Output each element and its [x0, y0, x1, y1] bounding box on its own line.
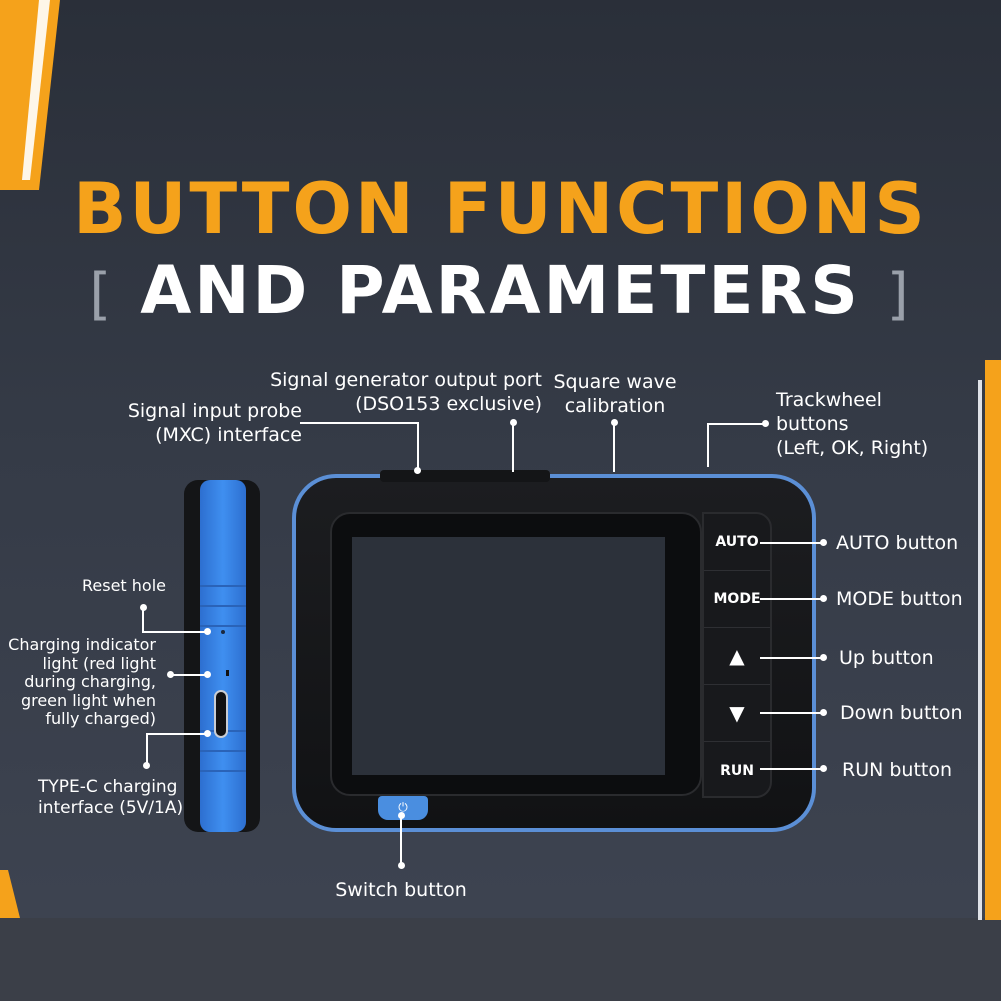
charging-indicator-light	[226, 670, 229, 676]
run-button[interactable]: RUN	[720, 762, 754, 779]
callout-dot	[204, 730, 211, 737]
callout-line	[760, 712, 824, 714]
probe-label: Signal input probe(MXC) interface	[127, 400, 302, 446]
down-button-label: Down button	[840, 702, 963, 724]
side-view-blue-panel	[200, 480, 246, 832]
reset-hole[interactable]	[221, 630, 225, 634]
callout-line	[760, 657, 824, 659]
down-button[interactable]: ▼	[704, 685, 770, 742]
mode-button-label: MODE button	[836, 588, 963, 610]
callout-dot	[820, 595, 827, 602]
callout-line	[760, 768, 824, 770]
top-ports	[380, 470, 550, 482]
callout-dot	[204, 671, 211, 678]
title-line2: [ AND PARAMETERS ]	[0, 252, 1001, 329]
callout-line	[146, 733, 148, 765]
callout-line	[708, 423, 766, 425]
callout-line	[417, 422, 419, 470]
bracket-open: [	[89, 262, 115, 327]
title-line2-text: AND PARAMETERS	[140, 252, 861, 329]
callout-dot	[398, 862, 405, 869]
orange-accent-right	[985, 360, 1001, 920]
screen	[352, 537, 665, 775]
callout-line	[707, 423, 709, 467]
callout-dot	[143, 762, 150, 769]
bracket-close: ]	[886, 262, 912, 327]
white-accent-right	[978, 380, 982, 920]
callout-line	[760, 598, 824, 600]
callout-dot	[820, 709, 827, 716]
bottom-band	[0, 918, 1001, 1001]
callout-line	[512, 422, 514, 472]
down-triangle-icon: ▼	[729, 701, 745, 725]
callout-line	[142, 631, 208, 633]
up-triangle-icon: ▲	[729, 644, 745, 668]
callout-line	[142, 606, 144, 632]
power-icon: ⏻	[398, 800, 408, 814]
type-c-port[interactable]	[214, 690, 228, 738]
title-line1: BUTTON FUNCTIONS	[73, 168, 928, 250]
up-button-label: Up button	[839, 647, 934, 669]
reset-hole-label: Reset hole	[82, 576, 166, 595]
switch-button-label: Switch button	[335, 879, 467, 901]
callout-line	[760, 542, 824, 544]
callout-dot	[204, 628, 211, 635]
callout-dot	[820, 765, 827, 772]
run-button-label: RUN button	[842, 759, 953, 781]
callout-dot	[820, 654, 827, 661]
callout-line	[400, 815, 402, 865]
callout-dot	[820, 539, 827, 546]
generator-label: Signal generator output port(DSO153 excl…	[270, 369, 542, 415]
button-column: AUTO MODE ▲ ▼ RUN	[702, 512, 772, 798]
callout-line	[613, 422, 615, 472]
callout-line	[300, 422, 419, 424]
up-button[interactable]: ▲	[704, 628, 770, 685]
auto-button-label: AUTO button	[836, 532, 959, 554]
mode-button[interactable]: MODE	[704, 571, 770, 628]
orange-accent-bottom-left	[0, 870, 20, 918]
callout-dot	[414, 467, 421, 474]
callout-line	[146, 733, 208, 735]
callout-dot	[762, 420, 769, 427]
auto-button[interactable]: AUTO	[704, 514, 770, 571]
callout-line	[170, 674, 208, 676]
